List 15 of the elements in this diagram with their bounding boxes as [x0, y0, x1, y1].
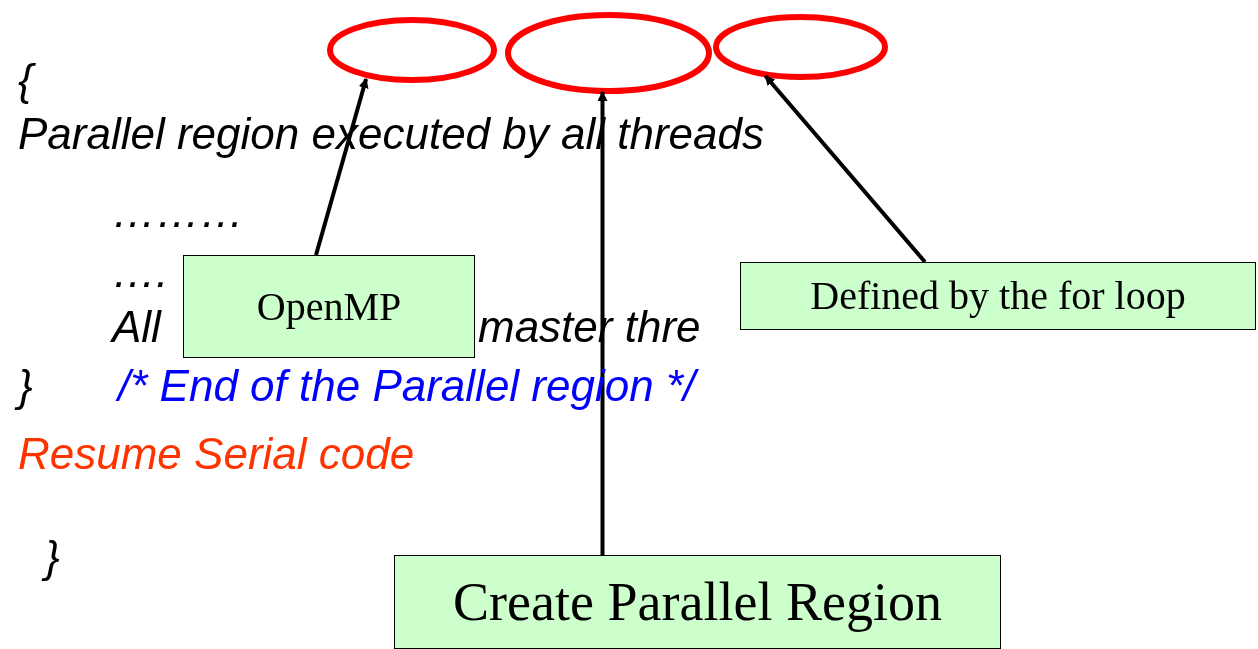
callout-text: OpenMP — [256, 286, 402, 327]
callout-box — [394, 555, 1001, 649]
code-text: ……… — [112, 190, 244, 234]
arrow — [597, 91, 608, 555]
ellipse-outline — [327, 17, 497, 83]
code-text: …. — [112, 250, 169, 294]
callout-box — [740, 262, 1256, 330]
arrow — [314, 78, 369, 256]
ellipse-outline — [505, 12, 712, 94]
code-text: All — [112, 305, 161, 349]
ellipse-outline — [713, 14, 888, 80]
code-text: Resume Serial code — [18, 432, 415, 476]
callout-box — [183, 255, 475, 358]
callout-text: Defined by the for loop — [810, 276, 1186, 316]
arrow — [764, 74, 927, 264]
